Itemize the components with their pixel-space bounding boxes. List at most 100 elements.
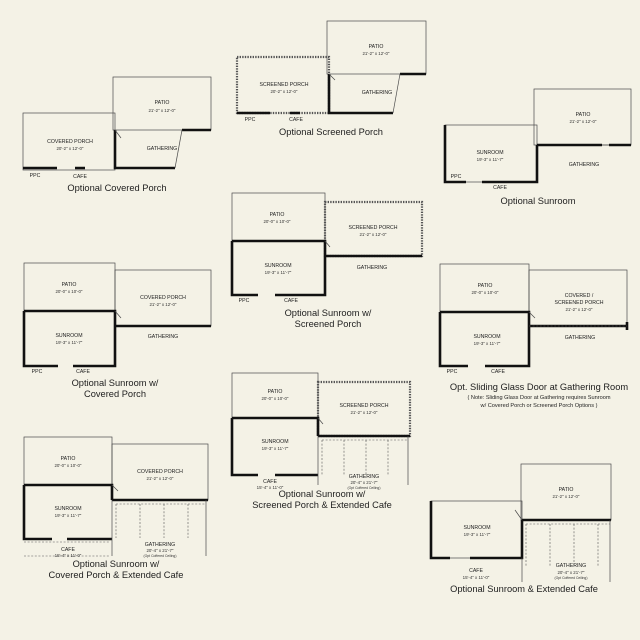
room-dimension: 19'-3" x 11'-7"	[477, 157, 504, 162]
plan-note: ( Note: Sliding Glass Door at Gathering …	[467, 395, 610, 401]
plan-covered-porch: PATIO 21'-2" x 12'-0" COVERED PORCH 20'-…	[22, 76, 212, 193]
room-label: PPC	[32, 369, 43, 375]
room-label: GATHERING	[145, 542, 175, 548]
room-label: SCREENED PORCH	[339, 403, 388, 409]
room-note: (Opt Coffered Ceiling)	[555, 576, 588, 580]
plan-caption: Optional Covered Porch	[67, 183, 166, 193]
room-label: PPC	[451, 174, 462, 180]
room-dimension: 20'-4" x 21'-7"	[146, 548, 173, 553]
room-dimension: 21'-2" x 12'-0"	[552, 494, 579, 499]
room-label: CAFE	[76, 369, 90, 375]
room-label: SUNROOM	[54, 506, 81, 512]
plan-note: w/ Covered Porch or Screened Porch Optio…	[480, 403, 598, 409]
room-dimension: 21'-2" x 12'-0"	[350, 410, 377, 415]
room-dimension: 19'-3" x 11'-7"	[55, 513, 82, 518]
room-label: PPC	[447, 369, 458, 375]
room-dimension: 19'-3" x 11'-7"	[262, 446, 289, 451]
room-label: PATIO	[268, 389, 283, 395]
room-label: PATIO	[369, 44, 384, 50]
room-label: PATIO	[478, 283, 493, 289]
room-label: PATIO	[62, 282, 77, 288]
room-dimension: 19'-3" x 11'-7"	[265, 270, 292, 275]
room-label: CAFE	[73, 174, 87, 180]
room-label: PPC	[239, 298, 250, 304]
room-label: PPC	[245, 117, 256, 123]
room-dimension: 20'-4" x 21'-7"	[350, 480, 377, 485]
room-label: PATIO	[559, 487, 574, 493]
room-label: CAFE	[263, 479, 277, 485]
room-label: SUNROOM	[261, 439, 288, 445]
room-dimension: 15'-4" x 11'-0"	[463, 575, 490, 580]
room-label: GATHERING	[569, 162, 599, 168]
plan-sunroom: PATIO 21'-2" x 12'-0" SUNROOM 19'-3" x 1…	[443, 88, 632, 206]
room-dimension: 21'-2" x 12'-0"	[146, 476, 173, 481]
room-label: COVERED /	[565, 293, 594, 299]
room-label: PATIO	[155, 100, 170, 106]
room-label: CAFE	[289, 117, 303, 123]
room-dimension: 19'-3" x 11'-7"	[464, 532, 491, 537]
room-dimension: 15'-4" x 11'-0"	[257, 485, 284, 490]
room-label: COVERED PORCH	[140, 295, 186, 301]
plan-caption: Optional Sunroom & Extended Cafe	[450, 584, 598, 594]
room-label: SCREENED PORCH	[554, 300, 603, 306]
plan-caption: Screened Porch	[295, 319, 362, 329]
room-label: GATHERING	[349, 474, 379, 480]
room-label: CAFE	[491, 369, 505, 375]
room-note: (Opt Coffered Ceiling)	[144, 554, 177, 558]
room-label: PATIO	[576, 112, 591, 118]
room-dimension: 21'-2" x 12'-0"	[149, 302, 176, 307]
room-dimension: 20'-0" x 10'-0"	[55, 289, 82, 294]
room-dimension: 20'-2" x 12'-0"	[56, 146, 83, 151]
room-label: CAFE	[493, 185, 507, 191]
plan-caption: Covered Porch & Extended Cafe	[49, 570, 184, 580]
room-dimension: 21'-2" x 12'-0"	[359, 232, 386, 237]
plan-sunroom-screened-porch: PATIO 20'-0" x 10'-0" SUNROOM 19'-3" x 1…	[230, 192, 424, 329]
plan-caption: Optional Screened Porch	[279, 127, 383, 137]
room-note: (Opt Coffered Ceiling)	[348, 486, 381, 490]
room-dimension: 19'-3" x 11'-7"	[474, 341, 501, 346]
room-dimension: 20'-0" x 10'-0"	[263, 219, 290, 224]
room-dimension: 20'-4" x 21'-7"	[557, 570, 584, 575]
room-label: PPC	[30, 173, 41, 179]
plan-caption: Covered Porch	[84, 389, 146, 399]
room-label: GATHERING	[357, 265, 387, 271]
room-label: SUNROOM	[476, 150, 503, 156]
room-label: GATHERING	[362, 90, 392, 96]
room-label: SCREENED PORCH	[259, 82, 308, 88]
room-dimension: 15'-4" x 11'-0"	[55, 553, 82, 558]
room-label: GATHERING	[556, 563, 586, 569]
room-dimension: 20'-0" x 10'-0"	[471, 290, 498, 295]
plan-sunroom-screened-porch-extended-cafe: PATIO 20'-0" x 10'-0" SUNROOM 19'-3" x 1…	[230, 372, 412, 510]
room-label: SUNROOM	[264, 263, 291, 269]
room-label: CAFE	[61, 547, 75, 553]
room-dimension: 21'-2" x 12'-0"	[569, 119, 596, 124]
plan-caption: Optional Sunroom w/	[73, 559, 160, 569]
room-label: COVERED PORCH	[47, 139, 93, 145]
room-label: CAFE	[469, 568, 483, 574]
plan-sunroom-extended-cafe: PATIO 21'-2" x 12'-0" SUNROOM 19'-3" x 1…	[429, 463, 612, 594]
room-label: SUNROOM	[473, 334, 500, 340]
plan-caption: Optional Sunroom w/	[72, 378, 159, 388]
room-label: PATIO	[61, 456, 76, 462]
room-label: GATHERING	[147, 146, 177, 152]
plan-caption: Optional Sunroom	[501, 196, 576, 206]
room-label: PATIO	[270, 212, 285, 218]
room-dimension: 19'-3" x 11'-7"	[56, 340, 83, 345]
plan-screened-porch: PATIO 21'-2" x 12'-0" SCREENED PORCH 20'…	[235, 20, 427, 137]
room-dimension: 21'-2" x 12'-0"	[362, 51, 389, 56]
room-dimension: 20'-0" x 10'-0"	[261, 396, 288, 401]
room-dimension: 20'-2" x 12'-0"	[270, 89, 297, 94]
plan-caption: Opt. Sliding Glass Door at Gathering Roo…	[450, 382, 629, 392]
room-dimension: 20'-0" x 10'-0"	[54, 463, 81, 468]
plan-caption: Optional Sunroom w/	[285, 308, 372, 318]
plan-sliding-glass-door: PATIO 20'-0" x 10'-0" SUNROOM 19'-3" x 1…	[438, 263, 629, 409]
room-dimension: 21'-2" x 12'-0"	[148, 108, 175, 113]
room-label: COVERED PORCH	[137, 469, 183, 475]
plan-caption: Optional Sunroom w/	[279, 489, 366, 499]
room-label: GATHERING	[565, 335, 595, 341]
room-label: GATHERING	[148, 334, 178, 340]
room-label: CAFE	[284, 298, 298, 304]
plan-caption: Screened Porch & Extended Cafe	[252, 500, 392, 510]
room-label: SCREENED PORCH	[348, 225, 397, 231]
